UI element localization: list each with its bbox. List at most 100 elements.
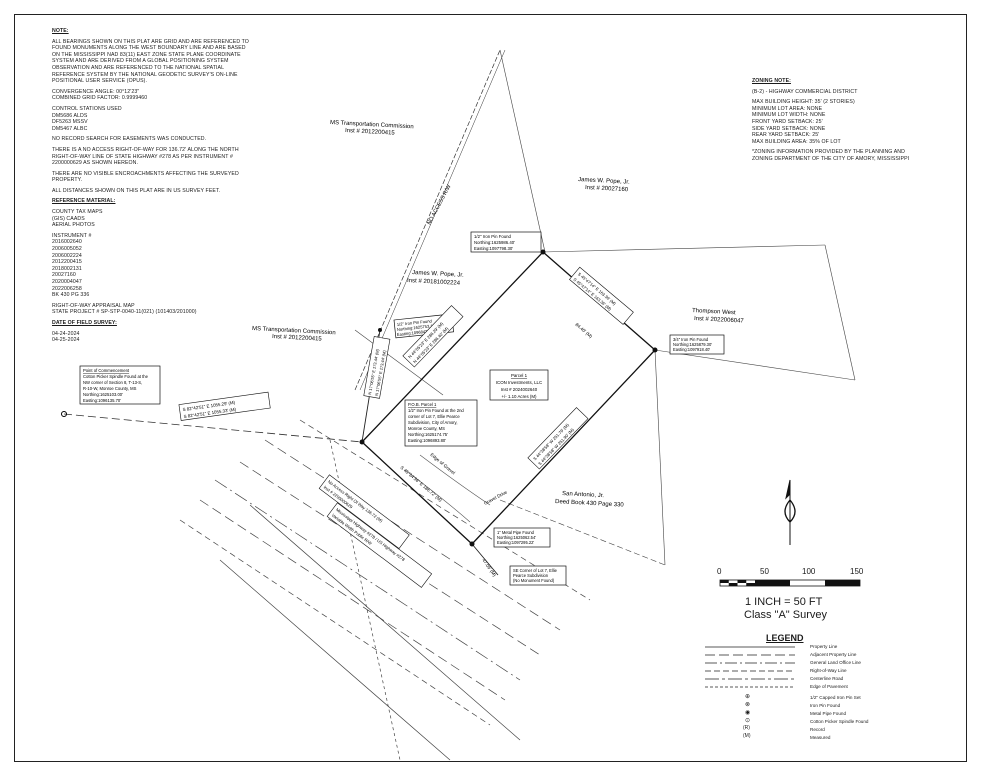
ne-pin bbox=[540, 249, 546, 255]
note-6: DF5263 MSSV bbox=[52, 119, 88, 126]
notes-panel: NOTE: ALL BEARINGS SHOWN ON THIS PLAT AR… bbox=[52, 28, 252, 344]
bearing-w: N 17°06'55" E 173.44' (M) N 17°06'55" E … bbox=[363, 336, 391, 399]
scale-tick-150: 150 bbox=[850, 567, 864, 576]
antonio-inst: Deed Book 430 Page 330 bbox=[555, 499, 625, 509]
seg-label-2: 47.06' (M) bbox=[481, 558, 497, 578]
ms-left-inst: Inst # 2012200415 bbox=[272, 334, 323, 343]
svg-text:Easting:1096893.80': Easting:1096893.80' bbox=[408, 438, 446, 443]
legend-item-5: Edge of Pavement bbox=[810, 684, 848, 689]
ref-8: 2018002131 bbox=[52, 265, 82, 272]
scale-tick-0: 0 bbox=[717, 567, 722, 576]
highway-lines bbox=[179, 419, 591, 761]
svg-text:Cotton Picker Spindle Found at: Cotton Picker Spindle Found at the bbox=[83, 374, 149, 379]
svg-text:NW corner of Section 8, T-13-S: NW corner of Section 8, T-13-S, bbox=[83, 380, 142, 385]
row-map-heading: RIGHT-OF-WAY APPRAISAL MAP bbox=[52, 302, 135, 309]
ms-top-name: MS Transportation Commission bbox=[330, 120, 414, 130]
zoning-panel: ZONING NOTE: (B-2) - HIGHWAY COMMERCIAL … bbox=[752, 78, 917, 166]
note-10: THERE ARE NO VISIBLE ENCROACHMENTS AFFEC… bbox=[52, 170, 239, 184]
svg-text:1/2" Iron Pin Found: 1/2" Iron Pin Found bbox=[397, 318, 433, 327]
spindle-icon: ⊙ bbox=[745, 718, 751, 724]
ref-2: AERIAL PHOTOS bbox=[52, 222, 95, 229]
se-corner-callout: SE Corner of Lot 7, Ellie Pearce Subdivi… bbox=[509, 565, 567, 586]
pope-top-name: James W. Pope, Jr. bbox=[578, 177, 630, 186]
commencement-point bbox=[61, 411, 67, 417]
zoning-footer: *ZONING INFORMATION PROVIDED BY THE PLAN… bbox=[752, 149, 910, 162]
svg-text:Easting:1097798.30': Easting:1097798.30' bbox=[474, 246, 513, 251]
legend-item-6: 1/2" Capped Iron Pin Set bbox=[810, 695, 861, 700]
svg-text:Easting:1096135.70': Easting:1096135.70' bbox=[83, 398, 121, 403]
ref-10: 2020004047 bbox=[52, 279, 82, 285]
zoning-item-2: MINIMUM LOT WIDTH: NONE bbox=[752, 112, 826, 119]
measured-symbol: (M) bbox=[743, 733, 751, 739]
legend-title: LEGEND bbox=[766, 633, 804, 643]
note-9: THERE IS A NO ACCESS RIGHT-OF-WAY FOR 13… bbox=[52, 146, 239, 167]
field-survey-heading: DATE OF FIELD SURVEY: bbox=[52, 319, 117, 326]
ref-7: 2012200415 bbox=[52, 259, 82, 266]
field-date-2: 04-25-2024 bbox=[52, 337, 80, 344]
svg-text:Northing:1625879.30': Northing:1625879.30' bbox=[673, 342, 712, 347]
survey-class: Class "A" Survey bbox=[744, 609, 827, 621]
zoning-item-6: MAX BUILDING AREA: 35% OF LOT bbox=[752, 138, 841, 145]
pope-mid-name: James W. Pope, Jr. bbox=[412, 270, 464, 279]
svg-text:Easting:1097918.40': Easting:1097918.40' bbox=[673, 347, 710, 352]
svg-text:ICON Investments, LLC: ICON Investments, LLC bbox=[496, 380, 542, 385]
tie-line bbox=[63, 413, 363, 443]
legend-item-1: Adjacent Property Line bbox=[810, 652, 857, 657]
legend-item-8: Metal Pipe Found bbox=[810, 711, 847, 716]
field-date-1: 04-24-2024 bbox=[52, 330, 80, 337]
ref-6: 2006002224 bbox=[52, 252, 82, 259]
w-pin bbox=[378, 328, 382, 332]
svg-text:Easting:1097295.22': Easting:1097295.22' bbox=[497, 540, 534, 545]
row-project: STATE PROJECT # SP-STP-0040-11(021) (101… bbox=[52, 309, 197, 316]
metal-pipe bbox=[469, 541, 475, 547]
ref-11: 2022006258 bbox=[52, 285, 82, 292]
legend-lines bbox=[705, 646, 795, 688]
legend-item-7: Iron Pin Found bbox=[810, 703, 841, 708]
pob-callout: P.O.B. Parcel 1 1/2" Iron Pin Found at t… bbox=[404, 399, 478, 447]
legend-item-11: Measured bbox=[810, 735, 831, 740]
zoning-heading: ZONING NOTE: bbox=[752, 78, 791, 84]
scale-tick-100: 100 bbox=[802, 567, 816, 576]
svg-text:Northing:1625174.75': Northing:1625174.75' bbox=[408, 432, 448, 437]
svg-text:1/2" Iron Pin Found at the 2nd: 1/2" Iron Pin Found at the 2nd bbox=[408, 408, 464, 413]
reference-heading: REFERENCE MATERIAL: bbox=[52, 198, 116, 205]
south-segment bbox=[471, 543, 499, 576]
legend-item-9: Cotton Picker Spindle Found bbox=[810, 719, 869, 724]
no-access-line bbox=[354, 49, 501, 391]
note-7: DM5467 ALBC bbox=[52, 125, 88, 132]
svg-text:R-10-W, Monroe County, MS: R-10-W, Monroe County, MS bbox=[83, 386, 137, 391]
north-arrow-icon bbox=[784, 479, 796, 545]
gravel-drive-label: Gravel Drive bbox=[483, 489, 508, 506]
legend-item-10: Record bbox=[810, 727, 825, 732]
svg-text:Point of Commencement: Point of Commencement bbox=[83, 368, 130, 373]
iron-pin-icon: ⊗ bbox=[745, 702, 751, 708]
svg-text:Easting:1096843.60': Easting:1096843.60' bbox=[397, 328, 435, 337]
svg-text:Northing:1625062.54': Northing:1625062.54' bbox=[497, 535, 536, 540]
bearing-se: S 45°47'14" E 163.36' (M) S 45°47'14" E … bbox=[569, 266, 634, 325]
ref-9: 20027160 bbox=[52, 272, 76, 279]
scale-bar bbox=[719, 579, 861, 587]
note-11: ALL DISTANCES SHOWN ON THIS PLAT ARE IN … bbox=[52, 187, 221, 194]
ref-5: 2006005052 bbox=[52, 246, 82, 253]
svg-text:Northing:1625986.40': Northing:1625986.40' bbox=[474, 240, 515, 245]
note-8: NO RECORD SEARCH FOR EASEMENTS WAS CONDU… bbox=[52, 136, 207, 143]
seg-label: 84.40' (M) bbox=[574, 322, 593, 339]
svg-text:Northing:1625103.00': Northing:1625103.00' bbox=[83, 392, 123, 397]
note-1: ALL BEARINGS SHOWN ON THIS PLAT ARE GRID… bbox=[52, 38, 249, 85]
legend-item-4: Centerline Road bbox=[810, 676, 844, 681]
svg-text:Parcel 1: Parcel 1 bbox=[511, 373, 528, 378]
record-symbol: (R) bbox=[743, 725, 750, 731]
plat-border bbox=[14, 14, 967, 762]
ref-12: BK 430 PG 336 bbox=[52, 292, 90, 299]
notes-heading: NOTE: bbox=[52, 28, 69, 34]
svg-text:Pearce Subdivision: Pearce Subdivision bbox=[513, 573, 549, 578]
svg-text:Monroe County, MS: Monroe County, MS bbox=[408, 426, 445, 431]
svg-text:Northing:1625753.18': Northing:1625753.18' bbox=[397, 323, 437, 332]
gravel-edge bbox=[404, 454, 491, 523]
pope-top-inst: Inst # 20027160 bbox=[585, 185, 629, 193]
ref-3: INSTRUMENT # bbox=[52, 232, 92, 239]
svg-text:corner of Lot 7, Ellie Pearce: corner of Lot 7, Ellie Pearce bbox=[408, 414, 460, 419]
legend-item-2: General Land Office Line bbox=[810, 660, 861, 665]
thompson-name: Thompson West bbox=[692, 308, 736, 316]
iron-pin-right-callout: 3/4" Iron Pin Found Northing:1625879.30'… bbox=[669, 334, 725, 355]
